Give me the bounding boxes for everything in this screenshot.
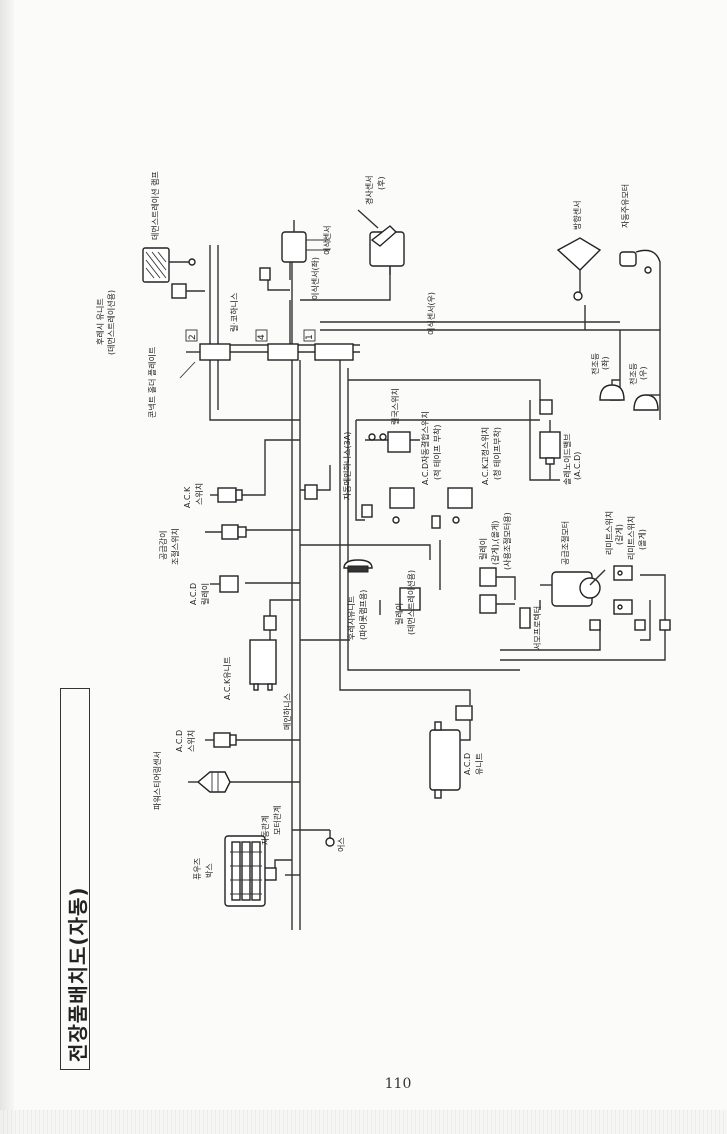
servo-label: 서모프로텍터: [532, 606, 542, 650]
ack-switch-sub-label: 스위치: [195, 483, 204, 505]
solenoid-label: 솔레노이드밸브: [562, 433, 572, 485]
relay-demo-sub-label: (데먼스트레이션용): [406, 570, 416, 635]
acd-switch-sub-label: 스위치: [187, 730, 196, 752]
limit-switch-2: [613, 599, 633, 615]
headlight-left: [599, 379, 625, 401]
limit-switch-1: [613, 565, 633, 581]
headlight-left-sub-label: (좌): [601, 356, 610, 370]
supply-switch-sub-label: 조절스위치: [171, 528, 180, 565]
fuse-box-sub-label: 박스: [204, 863, 214, 878]
fuse-box: [224, 835, 266, 907]
connectors: [199, 267, 671, 881]
auto-harness-label: 자동메인하니스(3A): [342, 432, 352, 500]
rear-unit: [171, 283, 205, 299]
labels: 후레시 유니트 (데먼스트레이션용) 데먼스트레이션 램프 릴·코하니스 콘넥트…: [95, 171, 648, 880]
limit-switch-2-label: 리미트스위치: [627, 516, 636, 560]
rear-unit-label: 후레시 유니트: [95, 298, 105, 345]
supply-switch-label: 공급감이: [158, 531, 168, 560]
right-sensor-label: 이식센서(우): [426, 292, 436, 335]
acd-relay: [210, 575, 239, 593]
supply-motor-label: 공급조절모터: [561, 521, 570, 565]
acd-auto-switch-label: A.C.D자동결합스위치: [420, 411, 430, 485]
relay-pair: [479, 567, 516, 614]
level-sensor: [357, 209, 405, 275]
direction-sensor: [556, 237, 602, 301]
connector-1-label: 1: [305, 334, 315, 340]
main-harness-label: 메인하니스: [282, 693, 292, 730]
tilt-sensor-label: 이식센서(좌): [310, 257, 320, 300]
motor-relay-label: 모터관계: [272, 806, 282, 835]
connector-4-label: 4: [257, 334, 267, 340]
limit-switch-1-label: 리미트스위치: [605, 511, 614, 555]
limit-switch-2-sub-label: (올게): [637, 529, 647, 550]
ack-unit: [249, 639, 277, 691]
ground-terminal: [325, 837, 335, 847]
ack-switch-label: A.C.K: [183, 486, 192, 508]
servo-protector: [519, 607, 531, 629]
relay-pair-label: 릴레이: [478, 538, 488, 560]
level-sensor-label: 경사센서: [364, 176, 374, 205]
connector-2: [199, 343, 231, 361]
pilot-lamp-unit: [343, 559, 373, 573]
ack-fix-switch: [447, 487, 473, 524]
pilot-unit-sub-label: (파이롯램프용): [358, 590, 368, 640]
auto-oil-motor: [619, 249, 661, 274]
rear-unit-sub-label: (데먼스트레이션용): [106, 290, 116, 355]
fuse-box-label: 퓨우즈: [193, 858, 202, 880]
pilot-unit-label: 후레시유니트: [346, 596, 356, 640]
scan-bottom: [0, 1110, 727, 1134]
acd-auto-switch-sub-label: (적 테이프 부착): [432, 425, 442, 481]
connect-holder-label: 콘넥트 홀더 플레이트: [147, 347, 157, 418]
ack-fix-switch-sub-label: (청 테이프부착): [492, 427, 502, 480]
power-steering-sensor: [188, 771, 231, 793]
page-number: 110: [384, 1076, 412, 1092]
relay-pair-sub-label: (갈게),(올게): [490, 521, 500, 565]
auto-motor-label: 자동주유모터: [621, 184, 630, 228]
headlight-right-label: 전조등: [628, 363, 638, 385]
acd-switch-label: A.C.D: [175, 730, 184, 752]
acd-unit-label: A.C.D: [463, 753, 472, 775]
auto-relay-label: 자동관계: [260, 816, 270, 845]
headlight-right-sub-label: (우): [639, 366, 648, 380]
scan-edge: [0, 0, 14, 1134]
acd-auto-switch: [389, 487, 415, 524]
supply-adjust-motor: [540, 569, 606, 607]
solenoid-sub-label: (A.C.D): [573, 452, 582, 480]
connector-4: [267, 343, 299, 361]
connector-1: [314, 343, 354, 361]
limit-switch-1-sub-label: (갈게): [614, 524, 624, 545]
ack-switch: [210, 487, 243, 503]
acd-relay-sub-label: 릴레이: [200, 583, 210, 605]
ack-fix-switch-label: A.C.K고정스위치: [480, 427, 490, 485]
ack-unit-label: A.C.K유니트: [222, 657, 232, 700]
acd-unit: [429, 720, 471, 799]
relay-demo-label: 릴레이: [394, 603, 404, 625]
demo-lamp-label: 데먼스트레이션 램프: [150, 171, 160, 240]
title-frame: [60, 688, 90, 1070]
headlight-right: [633, 394, 660, 411]
supply-adjust-switch: [205, 524, 247, 540]
direction-sensor-label: 방향센서: [572, 201, 582, 230]
relay-demo: [399, 587, 421, 611]
connector-2-label: 2: [188, 334, 198, 340]
ground-label: 어스: [336, 837, 346, 852]
power-steering-label: 파워스티어링센서: [152, 751, 162, 810]
rear-harness-label: 릴·코하니스: [229, 293, 239, 332]
tilt-sensor: [281, 220, 330, 280]
lift-switch: [368, 431, 411, 453]
lift-switch-label: 릴국스위치: [391, 388, 400, 425]
relay-pair-sub2-label: (사용조절모터용): [503, 512, 512, 570]
solenoid-valve: [539, 420, 561, 465]
acd-relay-label: A.C.D: [189, 583, 198, 605]
page-title: 전장품배치도(자동): [66, 886, 90, 1062]
demo-lamp: [142, 247, 196, 283]
level-sensor-sub-label: (후): [377, 176, 386, 190]
headlight-left-label: 전조등: [590, 353, 600, 375]
acd-switch: [205, 732, 237, 748]
tilt-sensor-sub-label: 이삭센서: [322, 226, 332, 255]
acd-unit-sub-label: 유니트: [474, 753, 484, 775]
